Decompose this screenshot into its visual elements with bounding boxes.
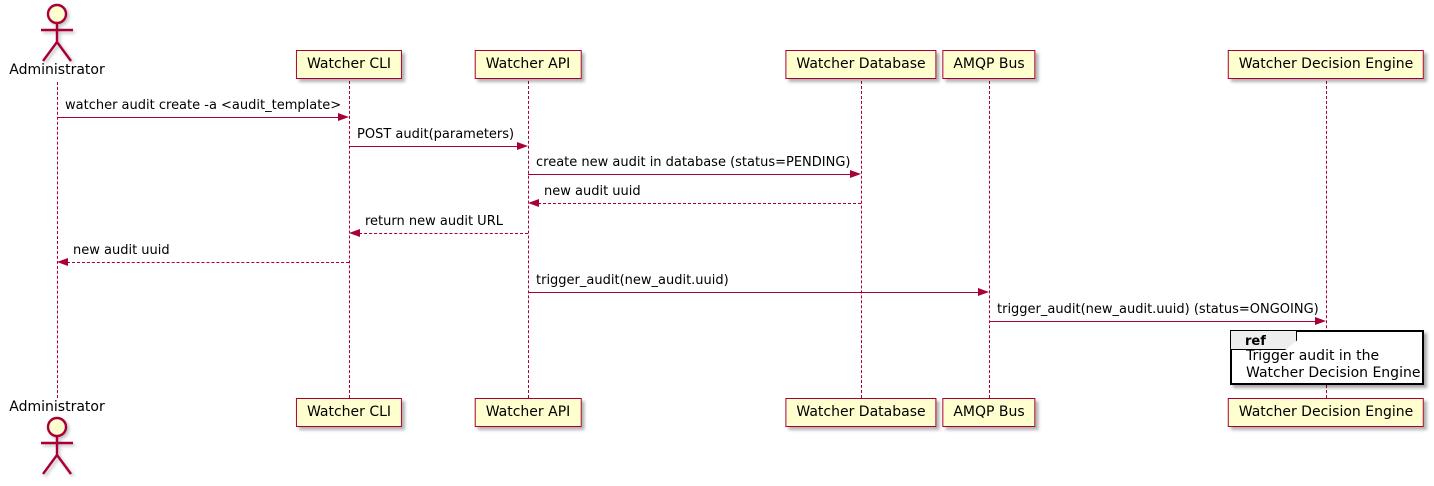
message-line (538, 203, 861, 204)
message-label: new audit uuid (544, 184, 641, 199)
message-label: watcher audit create -a <audit_template> (65, 98, 342, 113)
message-line (528, 174, 851, 175)
message-label: trigger_audit(new_audit.uuid) (status=ON… (997, 302, 1319, 317)
message-line (989, 321, 1316, 322)
lifeline-administrator (57, 82, 58, 398)
actor-name-bottom: Administrator (9, 399, 105, 415)
actor-name-top: Administrator (9, 62, 105, 78)
lifeline-watcher-database (861, 81, 862, 398)
participant-box-top-watcher-cli: Watcher CLI (295, 50, 403, 79)
participant-box-top-watcher-database: Watcher Database (785, 50, 937, 79)
lifeline-amqp-bus (989, 81, 990, 398)
lifeline-watcher-decision-engine (1326, 81, 1327, 398)
message-label: new audit uuid (73, 243, 170, 258)
message-arrowhead (517, 142, 528, 150)
message-line (57, 117, 339, 118)
message-line (528, 292, 979, 293)
actor-stick-figure-icon (41, 416, 73, 475)
lifeline-watcher-cli (349, 81, 350, 398)
message-arrowhead (338, 113, 349, 121)
message-arrowhead (850, 170, 861, 178)
participant-box-bottom-watcher-database: Watcher Database (785, 398, 937, 427)
message-line (349, 146, 518, 147)
message-arrowhead (528, 199, 539, 207)
ref-fragment: ref Trigger audit in the Watcher Decisio… (1230, 330, 1424, 385)
participant-box-bottom-watcher-api: Watcher API (474, 398, 582, 427)
ref-keyword-label: ref (1245, 334, 1266, 349)
actor-stick-figure-icon (41, 3, 73, 62)
message-arrowhead (978, 288, 989, 296)
ref-fragment-line: Trigger audit in the (1246, 348, 1380, 364)
participant-box-bottom-amqp-bus: AMQP Bus (942, 398, 1036, 427)
participant-box-top-watcher-api: Watcher API (474, 50, 582, 79)
message-label: create new audit in database (status=PEN… (536, 155, 851, 170)
message-arrowhead (1315, 317, 1326, 325)
message-arrowhead (349, 229, 360, 237)
actor-figure-top-administrator (28, 3, 86, 69)
message-arrowhead (57, 258, 68, 266)
message-label: return new audit URL (365, 214, 503, 229)
lifeline-watcher-api (528, 81, 529, 398)
participant-box-top-watcher-decision-engine: Watcher Decision Engine (1227, 50, 1425, 79)
participant-box-bottom-watcher-decision-engine: Watcher Decision Engine (1227, 398, 1425, 427)
participant-box-bottom-watcher-cli: Watcher CLI (295, 398, 403, 427)
ref-fragment-text: Trigger audit in the Watcher Decision En… (1246, 348, 1420, 382)
message-line (359, 233, 528, 234)
message-label: trigger_audit(new_audit.uuid) (536, 273, 729, 288)
actor-figure-bottom-administrator (28, 416, 86, 482)
message-line (67, 262, 349, 263)
ref-fragment-line: Watcher Decision Engine (1246, 365, 1421, 381)
ref-fragment-header (1231, 331, 1297, 350)
participant-box-top-amqp-bus: AMQP Bus (942, 50, 1036, 79)
message-label: POST audit(parameters) (357, 127, 515, 142)
